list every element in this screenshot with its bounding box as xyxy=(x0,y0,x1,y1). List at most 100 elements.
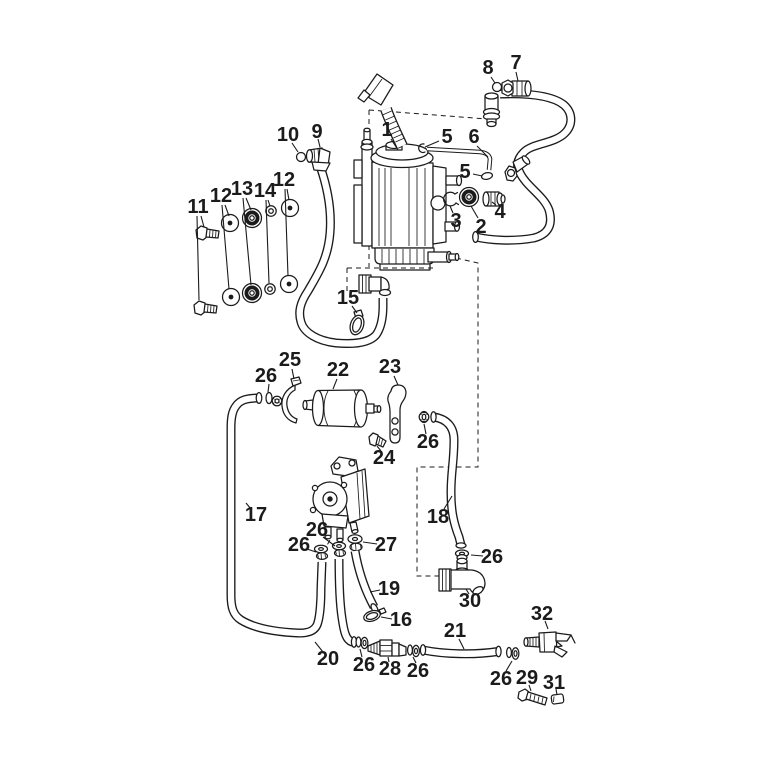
washer-26-hose20 xyxy=(331,541,347,558)
hose-clamp-16 xyxy=(363,607,387,623)
callout-leader-1 xyxy=(390,138,399,151)
washer-26-filter xyxy=(265,391,283,407)
grommet-2 xyxy=(458,186,480,208)
banjo-fitting-9 xyxy=(305,147,331,172)
fuel-filter-22 xyxy=(302,389,382,428)
callout-21[interactable]: 21 xyxy=(444,620,466,642)
filter-clamp-25 xyxy=(281,376,302,424)
callout-27[interactable]: 27 xyxy=(375,534,397,556)
callout-25[interactable]: 25 xyxy=(279,349,301,371)
callout-leader-16 xyxy=(380,616,393,620)
callout-leader-11 xyxy=(196,215,200,301)
callout-19[interactable]: 19 xyxy=(378,578,400,600)
callout-26[interactable]: 26 xyxy=(255,365,277,387)
callout-leader-7 xyxy=(515,71,519,82)
callout-26[interactable]: 26 xyxy=(288,534,310,556)
callout-28[interactable]: 28 xyxy=(379,658,401,680)
callout-26[interactable]: 26 xyxy=(353,654,375,676)
callout-26[interactable]: 26 xyxy=(481,546,503,568)
spacer-14-row2 xyxy=(264,283,276,295)
callout-leader-26 xyxy=(359,648,363,658)
washer-26-hose21-end xyxy=(505,646,520,660)
callout-leader-24 xyxy=(376,445,382,452)
callout-26[interactable]: 26 xyxy=(306,519,328,541)
callout-20[interactable]: 20 xyxy=(317,648,339,670)
callout-leader-27 xyxy=(362,541,378,545)
callout-leader-21 xyxy=(458,638,465,650)
callout-29[interactable]: 29 xyxy=(516,667,538,689)
callout-2[interactable]: 2 xyxy=(475,216,486,238)
callout-23[interactable]: 23 xyxy=(379,356,401,378)
fuel-hose-banjo-9 xyxy=(295,164,388,349)
callout-5[interactable]: 5 xyxy=(441,126,452,148)
callout-leader-30 xyxy=(465,588,470,595)
callout-leader-12 xyxy=(221,204,230,290)
callout-26[interactable]: 26 xyxy=(417,431,439,453)
callout-15[interactable]: 15 xyxy=(337,287,359,309)
washer-26-fitting28 xyxy=(406,644,421,658)
vapor-separator-tank xyxy=(353,127,463,271)
callout-leader-17 xyxy=(245,502,252,510)
callout-16[interactable]: 16 xyxy=(390,609,412,631)
callout-leader-8 xyxy=(490,76,496,84)
callout-leader-12 xyxy=(284,188,289,277)
callout-leader-6 xyxy=(476,145,489,158)
callout-9[interactable]: 9 xyxy=(311,121,322,143)
callout-leader-26 xyxy=(423,423,427,435)
clip-5-lower xyxy=(480,171,494,181)
callout-4[interactable]: 4 xyxy=(494,201,506,223)
callout-8[interactable]: 8 xyxy=(482,57,493,79)
washer-12-row2 xyxy=(221,287,241,307)
callout-leader-2 xyxy=(470,205,479,219)
callout-14[interactable]: 14 xyxy=(254,180,277,202)
grommet-13-row2 xyxy=(241,282,263,304)
callout-30[interactable]: 30 xyxy=(459,590,481,612)
callout-leader-14 xyxy=(267,199,271,207)
callout-31[interactable]: 31 xyxy=(543,672,565,694)
callout-1[interactable]: 1 xyxy=(381,119,392,141)
callout-11[interactable]: 11 xyxy=(187,196,208,218)
o-ring-8 xyxy=(491,81,503,93)
callout-10[interactable]: 10 xyxy=(277,124,299,146)
callout-32[interactable]: 32 xyxy=(531,603,553,625)
callout-leader-3 xyxy=(449,205,454,214)
callout-leader-4 xyxy=(491,201,497,206)
grommet-27 xyxy=(347,534,363,552)
callout-6[interactable]: 6 xyxy=(468,126,479,148)
screw-29 xyxy=(517,688,548,706)
callout-leader-23 xyxy=(393,375,399,386)
callout-7[interactable]: 7 xyxy=(510,52,521,74)
callout-18[interactable]: 18 xyxy=(427,506,449,528)
washer-12-row1 xyxy=(220,213,240,233)
callout-26[interactable]: 26 xyxy=(490,668,512,690)
callout-12[interactable]: 12 xyxy=(273,169,295,191)
connector-fitting-32 xyxy=(523,631,576,658)
tank-elbow-fitting xyxy=(358,274,392,297)
callout-leader-12 xyxy=(224,204,230,217)
callout-12[interactable]: 12 xyxy=(210,185,232,207)
callout-leader-29 xyxy=(528,684,532,692)
fuel-hose-20 xyxy=(334,558,358,648)
callout-leader-10 xyxy=(291,142,299,153)
callout-5[interactable]: 5 xyxy=(459,161,470,183)
elbow-fitting-30 xyxy=(438,557,486,596)
fuel-hose-19 xyxy=(350,550,379,614)
banjo-fitting-7b xyxy=(504,155,531,182)
callout-leader-26 xyxy=(412,656,417,664)
callout-13[interactable]: 13 xyxy=(231,178,253,200)
banjo-fitting-7 xyxy=(501,79,532,97)
callout-leader-26 xyxy=(267,383,270,393)
callout-24[interactable]: 24 xyxy=(373,447,396,469)
callout-3[interactable]: 3 xyxy=(450,210,461,232)
washer-12b-row1 xyxy=(280,198,300,218)
callout-leader-13 xyxy=(245,197,252,211)
fuel-hose-18 xyxy=(430,411,467,549)
callout-26[interactable]: 26 xyxy=(407,660,429,682)
retaining-ring-3 xyxy=(443,191,460,207)
fitting-4 xyxy=(482,191,506,207)
callout-17[interactable]: 17 xyxy=(245,504,267,526)
o-ring-10 xyxy=(295,151,307,163)
callout-leader-32 xyxy=(544,620,549,630)
callout-22[interactable]: 22 xyxy=(327,359,349,381)
